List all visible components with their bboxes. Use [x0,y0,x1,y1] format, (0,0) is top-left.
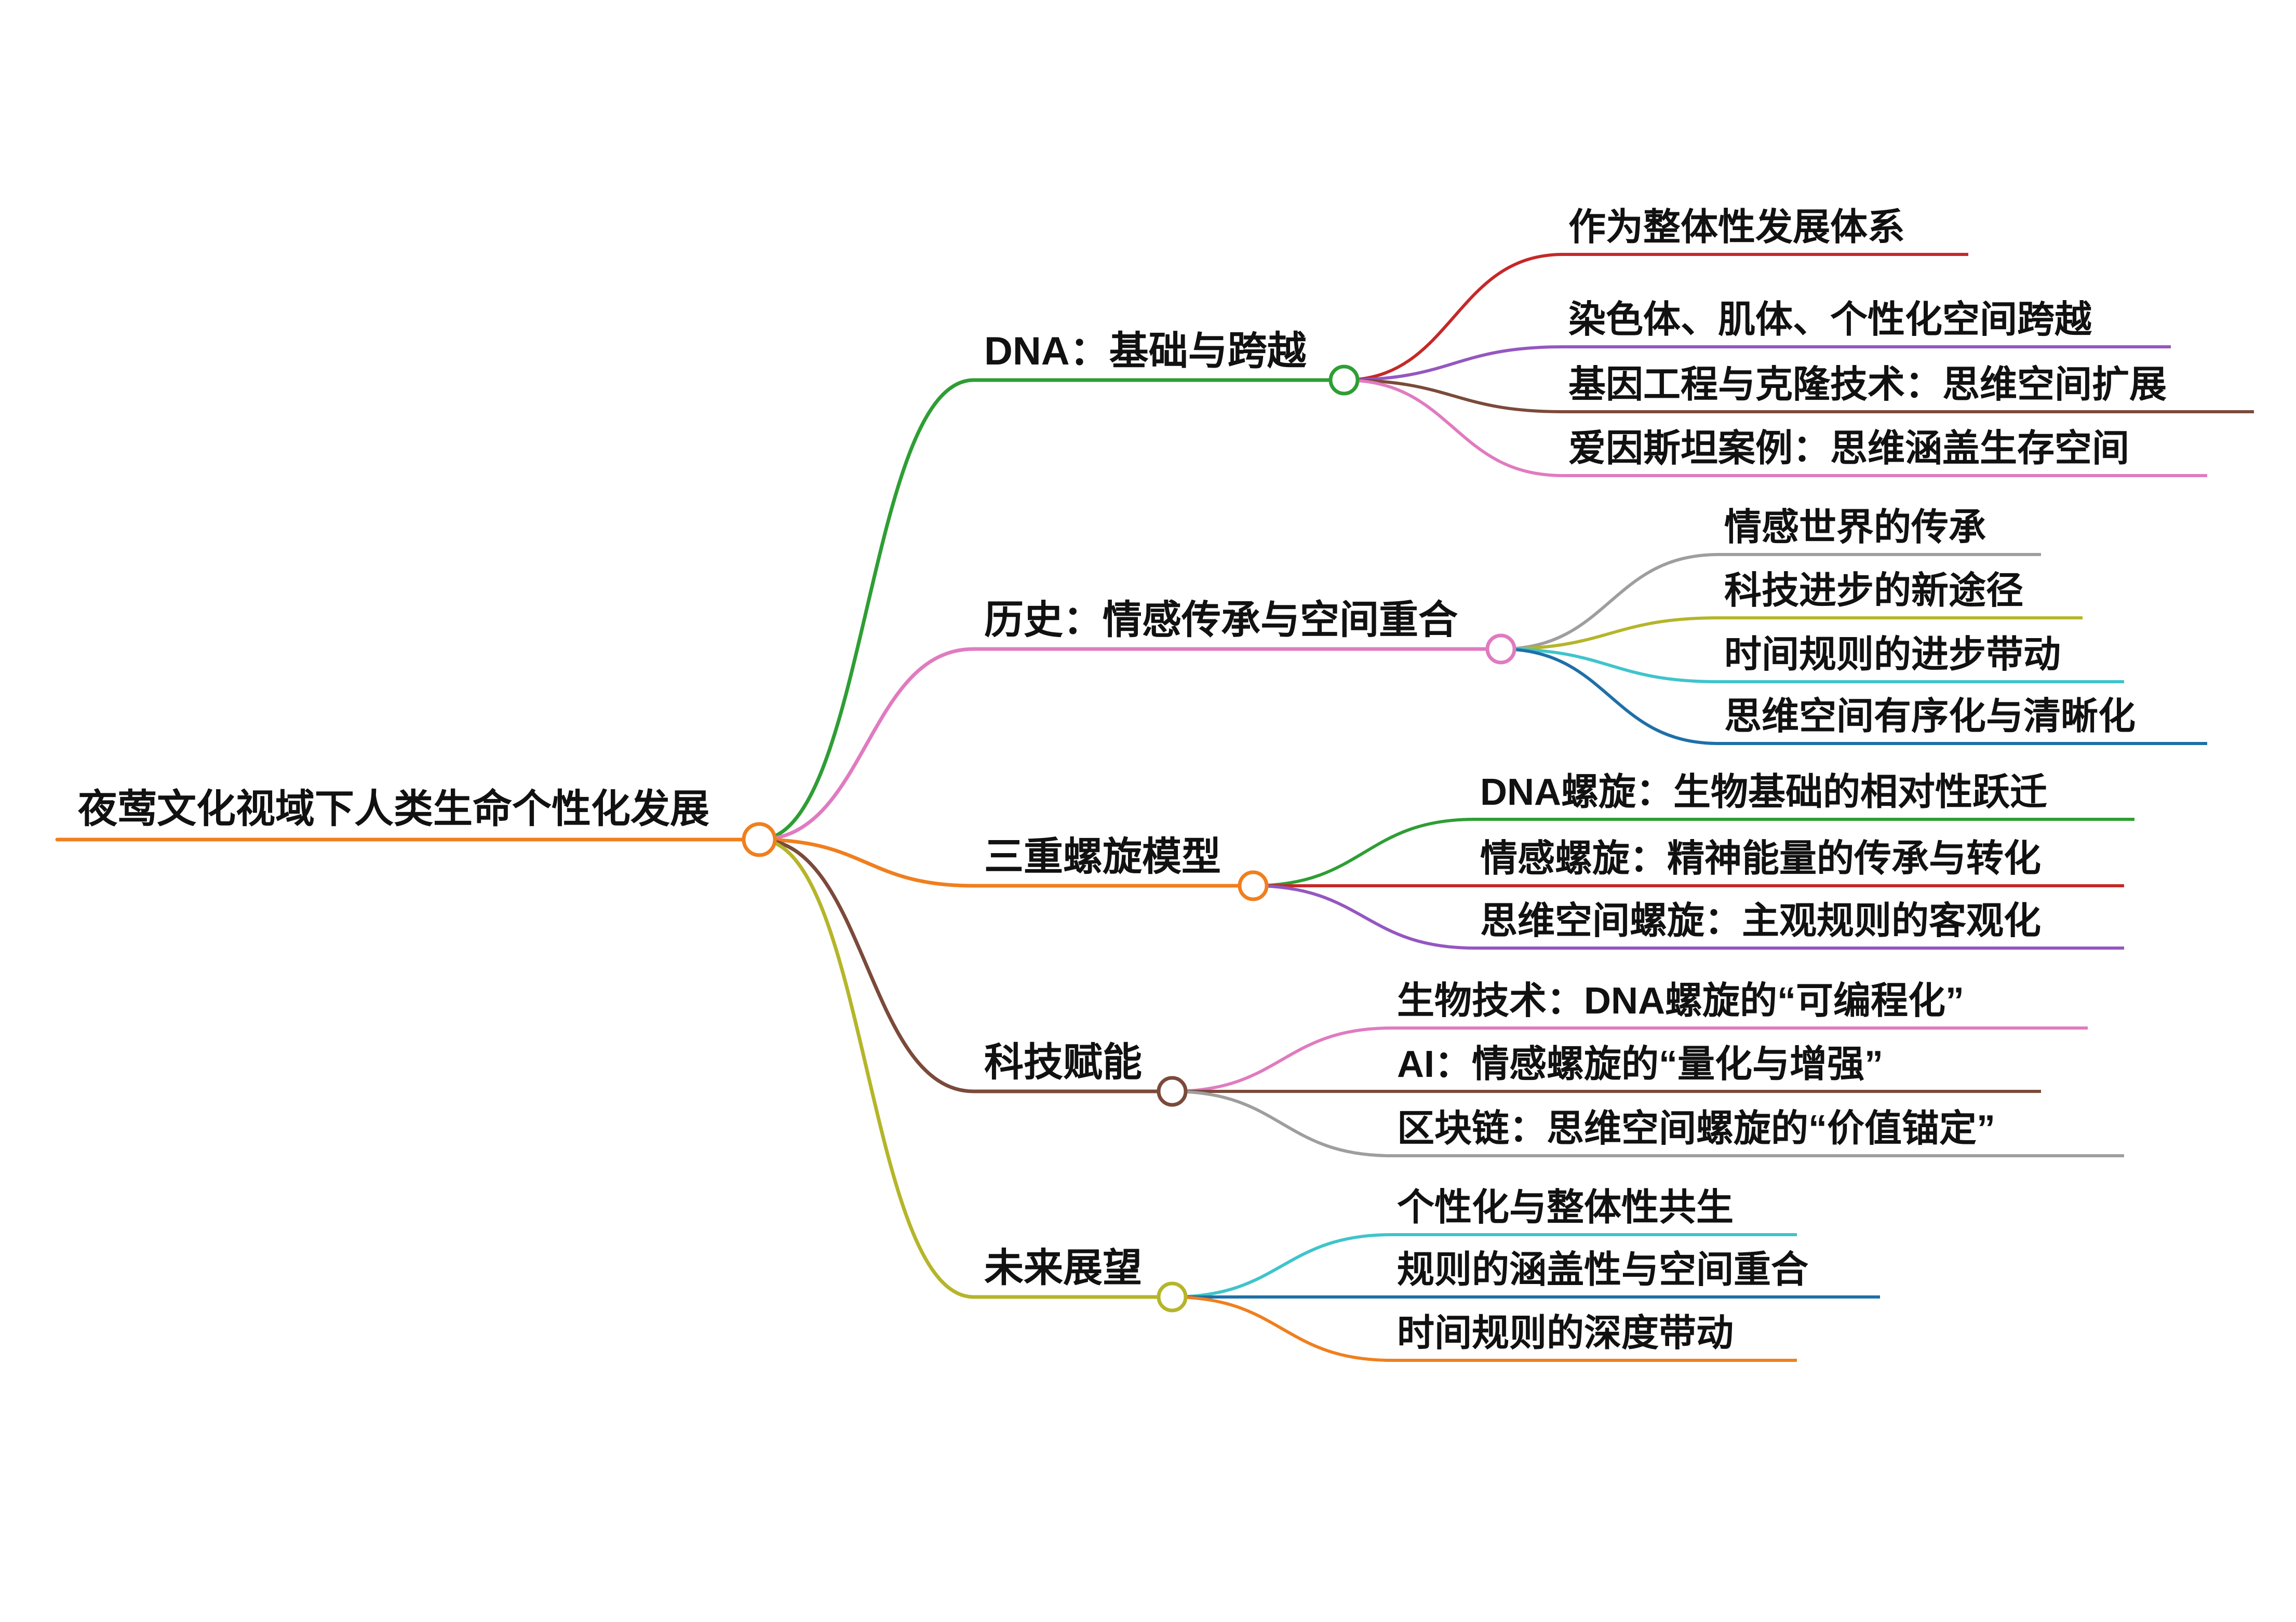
branch-collapse-handle-3[interactable] [1238,870,1269,901]
child-link-2-1 [1500,553,1720,651]
subtopic-2-4: 思维空间有序化与清晰化 [1724,696,2136,737]
branch-collapse-handle-4[interactable] [1157,1076,1188,1107]
child-link-3-3 [1253,884,1475,950]
branch-link-4 [759,837,974,1093]
subtopic-5-1: 个性化与整体性共生 [1397,1187,1734,1228]
child-link-1-4 [1344,379,1564,477]
branch-collapse-handle-5[interactable] [1157,1281,1188,1313]
branch-topic-4: 科技赋能 [984,1040,1142,1085]
subtopic-3-1: DNA螺旋：生物基础的相对性跃迁 [1480,772,2047,813]
subtopic-3-3: 思维空间螺旋：主观规则的客观化 [1480,900,2041,942]
branch-link-1 [759,378,974,842]
child-link-1-1 [1344,253,1564,382]
root-collapse-handle[interactable] [742,822,777,857]
branch-topic-2: 历史：情感传承与空间重合 [984,598,1458,642]
branch-collapse-handle-1[interactable] [1328,364,1360,396]
links-layer [759,253,1720,1362]
underlines-layer [55,253,2254,1362]
subtopic-2-1: 情感世界的传承 [1724,507,1986,548]
branch-topic-3: 三重螺旋模型 [984,835,1221,879]
labels-layer: 夜莺文化视域下人类生命个性化发展 DNA：基础与跨越 作为整体性发展体系染色体、肌体… [77,207,2167,1354]
branch-topic-5: 未来展望 [984,1246,1142,1290]
subtopic-1-2: 染色体、肌体、个性化空间跨越 [1568,299,2092,341]
child-link-2-4 [1500,647,1720,745]
child-link-4-3 [1172,1090,1392,1157]
child-link-5-1 [1172,1233,1392,1299]
subtopic-2-2: 科技进步的新途径 [1724,570,2023,612]
subtopic-5-2: 规则的涵盖性与空间重合 [1397,1249,1808,1291]
branch-link-5 [759,837,974,1299]
subtopic-4-3: 区块链：思维空间螺旋的“价值锚定” [1397,1108,1995,1150]
subtopic-2-3: 时间规则的进步带动 [1724,634,2061,675]
child-link-1-2 [1344,345,1564,382]
subtopic-3-2: 情感螺旋：精神能量的传承与转化 [1480,838,2041,880]
root-topic: 夜莺文化视域下人类生命个性化发展 [77,787,709,831]
branch-topic-1: DNA：基础与跨越 [984,329,1307,373]
subtopic-4-1: 生物技术：DNA螺旋的“可编程化” [1397,980,1964,1022]
child-link-1-3 [1344,379,1564,413]
subtopic-1-1: 作为整体性发展体系 [1568,207,1905,248]
child-link-5-3 [1172,1295,1392,1362]
child-link-4-1 [1172,1026,1392,1093]
child-link-2-2 [1500,616,1720,651]
branch-collapse-handle-2[interactable] [1485,633,1516,665]
subtopic-1-3: 基因工程与克隆技术：思维空间扩展 [1568,364,2167,406]
subtopic-5-3: 时间规则的深度带动 [1397,1313,1734,1354]
child-link-2-3 [1500,647,1720,683]
subtopic-1-4: 爱因斯坦案例：思维涵盖生存空间 [1568,428,2129,469]
collapse-handles-layer [742,364,1516,1313]
branch-link-3 [759,837,974,888]
child-link-3-1 [1253,818,1475,887]
branch-link-2 [759,647,974,842]
subtopic-4-2: AI：情感螺旋的“量化与增强” [1397,1044,1883,1085]
